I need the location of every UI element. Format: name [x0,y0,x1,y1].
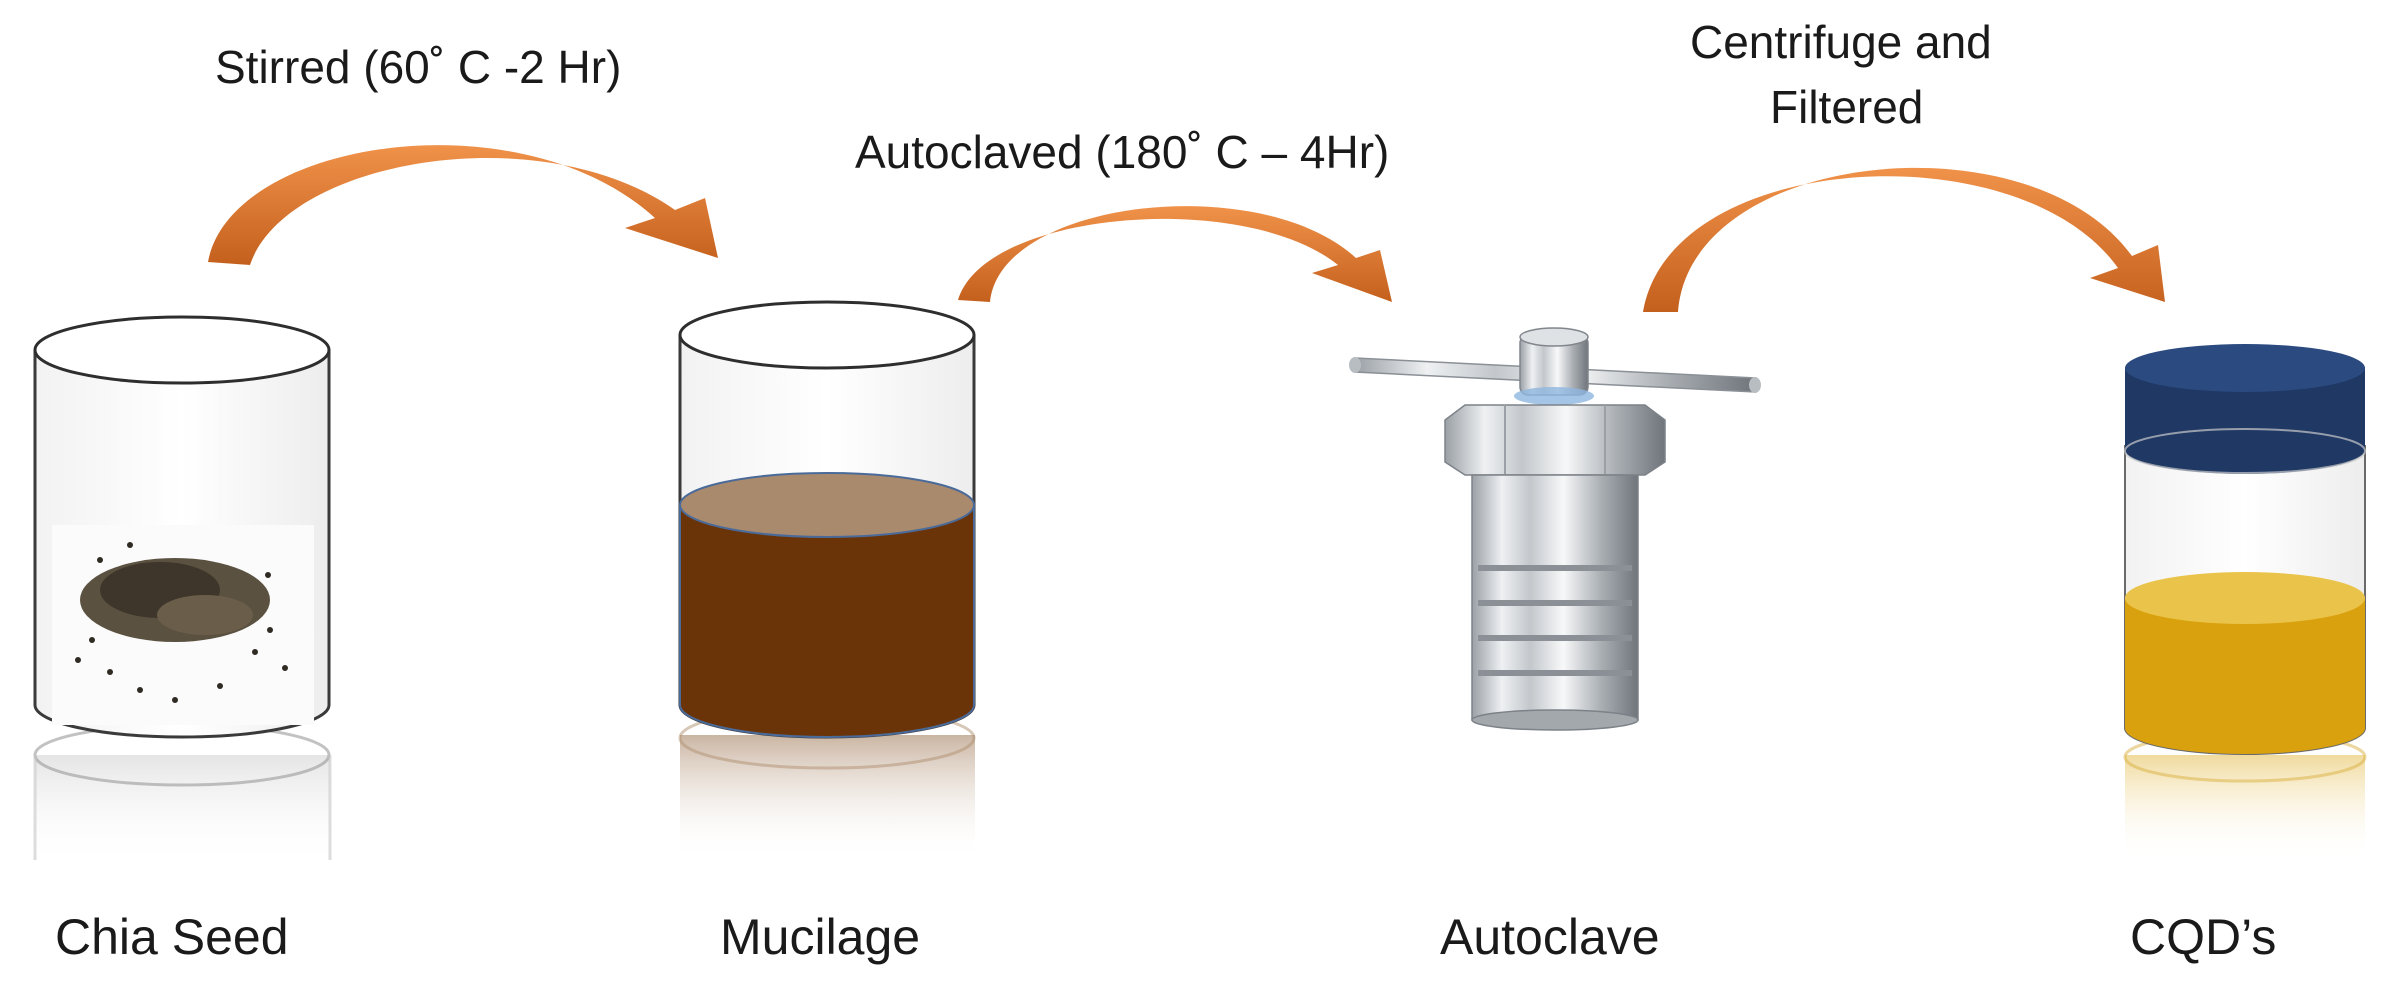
arrow-icon-step-2 [958,206,1392,302]
step-label-stirring: Stirred (60˚ C -2 Hr) [215,41,622,93]
stage-label-mucilage: Mucilage [720,909,921,965]
step-label-autoclaving: Autoclaved (180˚ C – 4Hr) [855,126,1390,178]
stage-label-cqds: CQD’s [2130,909,2277,965]
arrow-icon-step-3 [1643,167,2165,312]
hydrothermal-autoclave-reactor-icon [1349,327,1761,731]
step-label-centrifuge-line2: Filtered [1770,81,1924,133]
beaker-with-brown-mucilage-icon [678,300,976,860]
capped-vial-with-yellow-solution-icon [2123,344,2367,860]
step-label-centrifuge-line1: Centrifuge and [1690,16,1992,68]
arrow-icon-step-1 [208,145,718,265]
stage-label-autoclave: Autoclave [1440,909,1660,965]
beaker-with-chia-seeds-icon [33,315,332,865]
stage-label-chia-seed: Chia Seed [55,909,289,965]
